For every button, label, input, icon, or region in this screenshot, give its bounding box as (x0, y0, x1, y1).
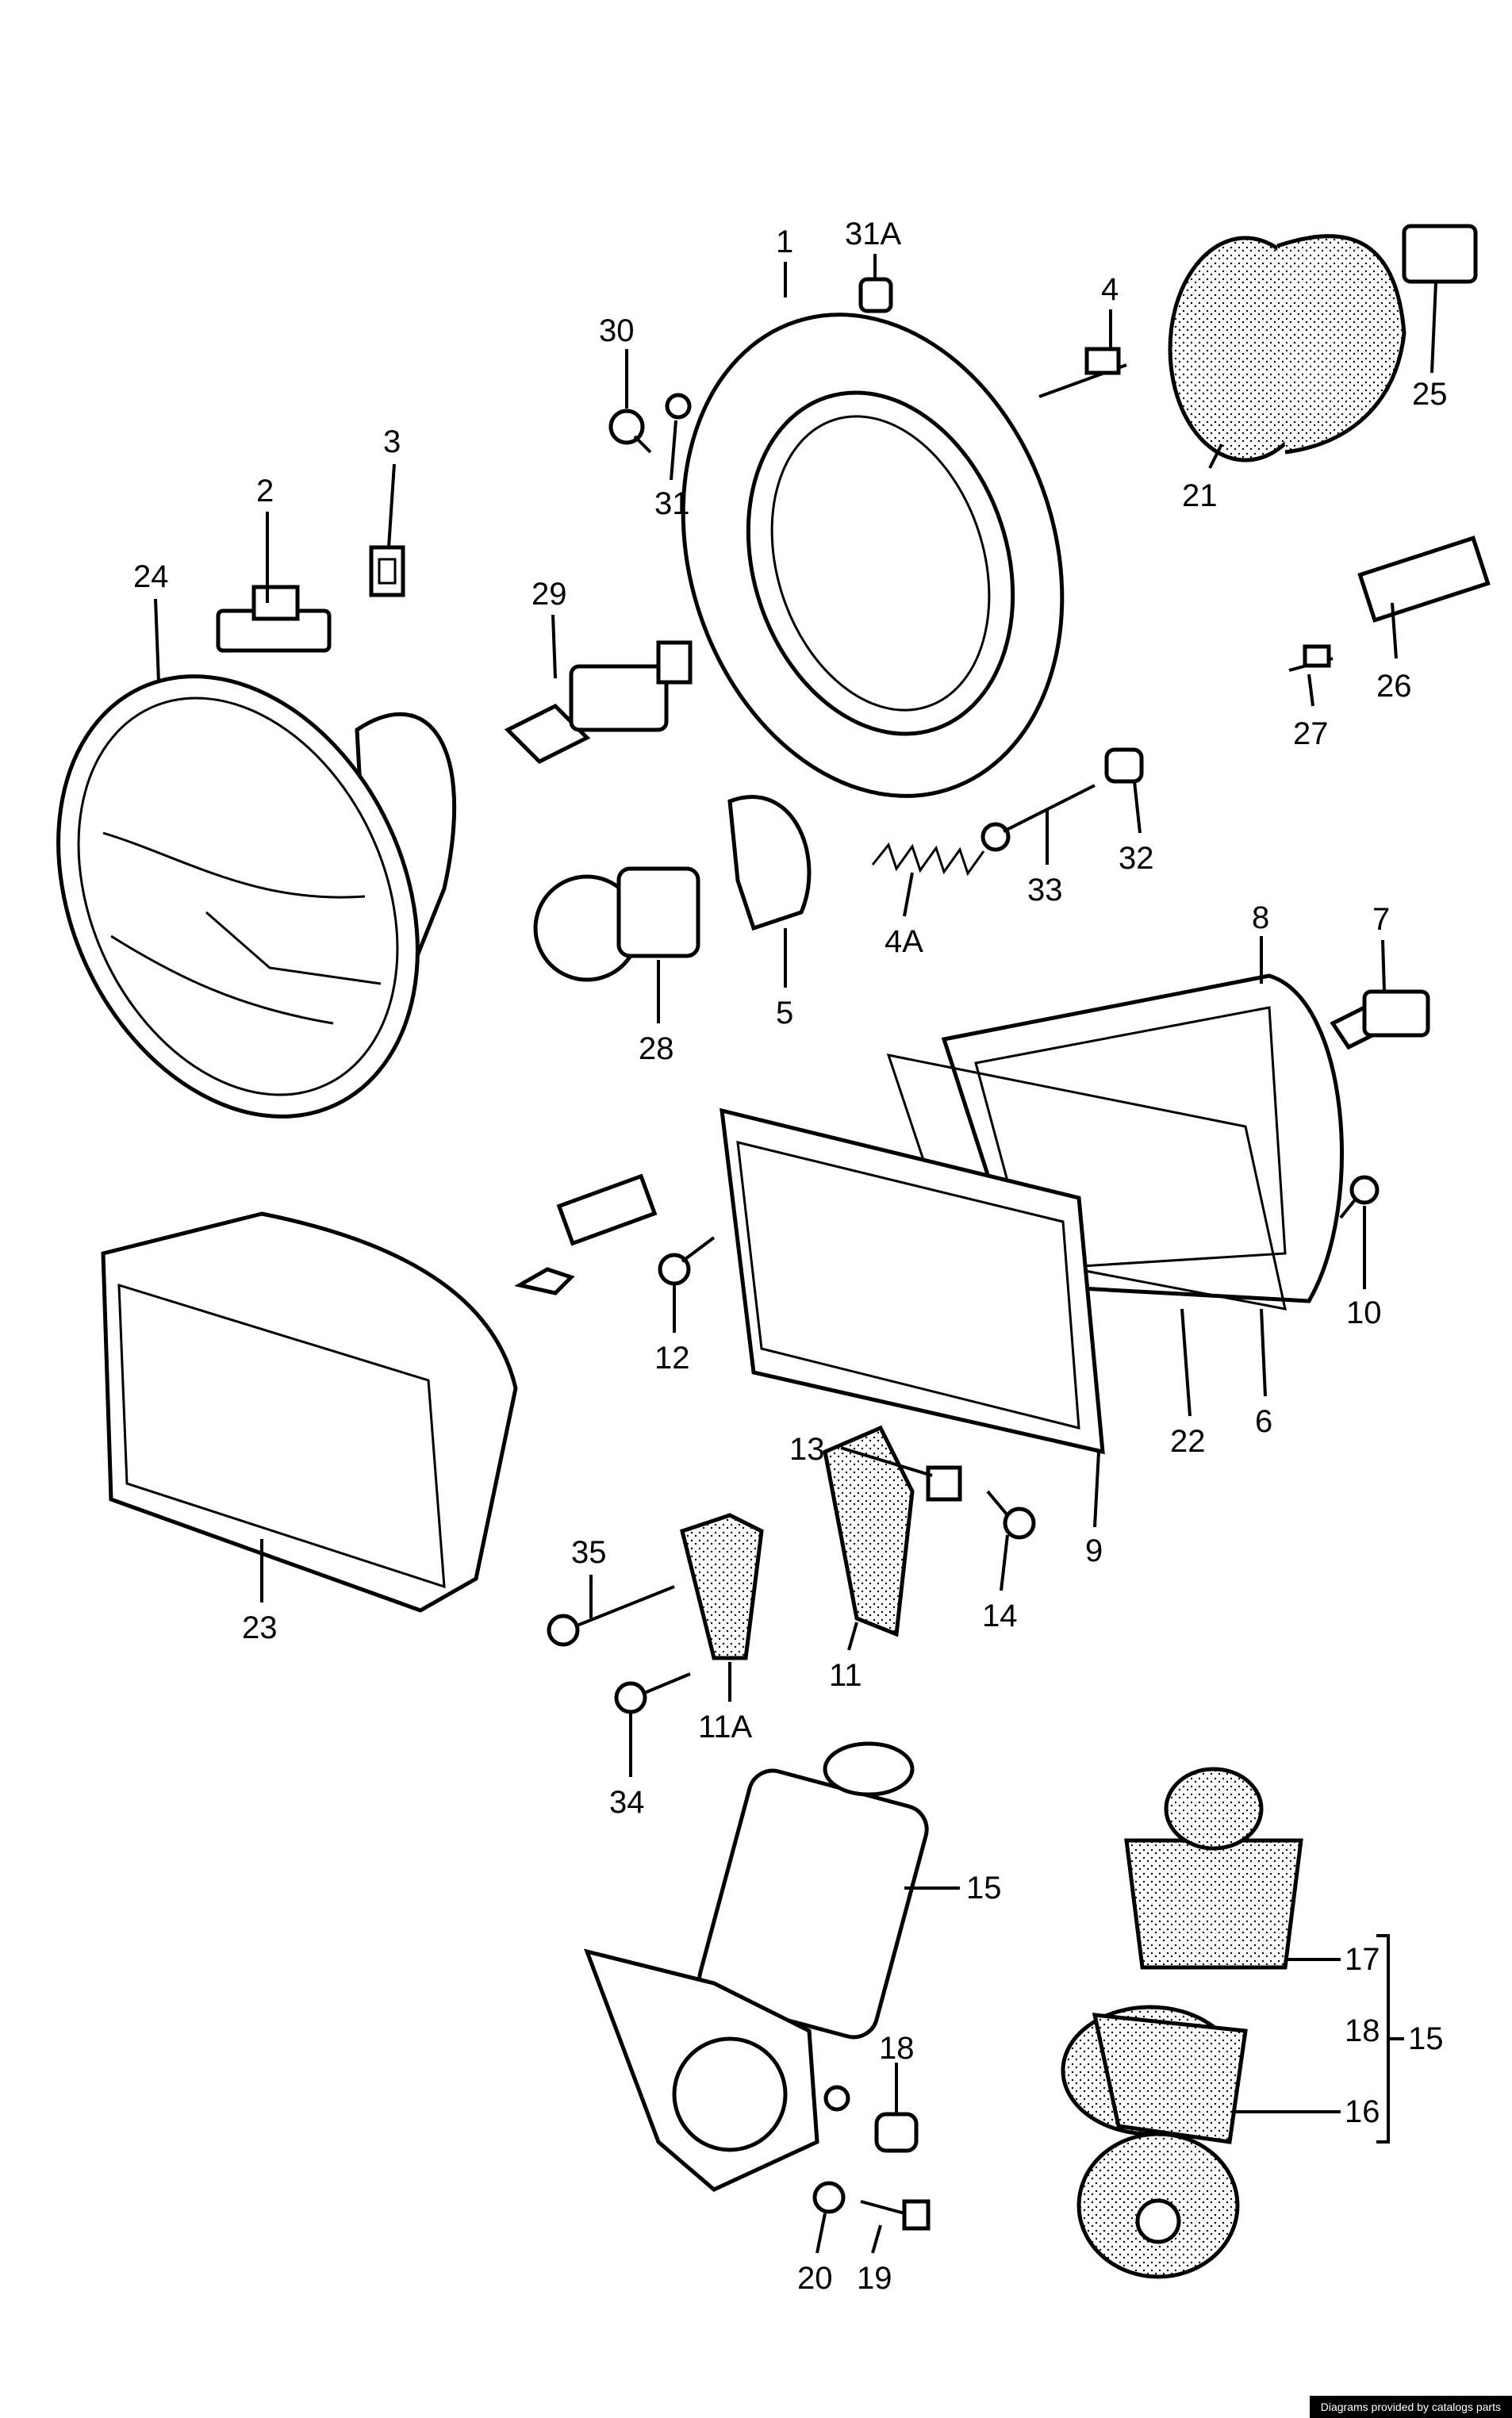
bolt-part-35 (547, 1585, 675, 1647)
label-24: 24 (133, 559, 169, 594)
label-12: 12 (654, 1341, 690, 1376)
fog-light-lens-part-9 (720, 1107, 1105, 1455)
rubber-boot-part-21 (1168, 234, 1406, 462)
label-10: 10 (1346, 1295, 1382, 1330)
callout-labels: 1 31A 30 31 3 2 24 29 4 21 25 26 27 28 5… (133, 217, 1448, 2296)
spring-part-4A (871, 842, 985, 877)
bulb-holder-part-2 (216, 585, 332, 653)
label-31: 31 (654, 486, 690, 521)
label-16: 16 (1345, 2094, 1380, 2129)
clip-part-3 (369, 545, 405, 597)
plug-part-25 (1402, 224, 1478, 284)
label-35: 35 (571, 1535, 607, 1570)
label-20: 20 (797, 2261, 833, 2296)
ball-bulb-part-28 (533, 866, 700, 982)
connector-part-26 (1357, 535, 1491, 623)
screw-part-10 (1339, 1175, 1380, 1219)
label-22: 22 (1170, 1424, 1206, 1459)
footer-credit: Diagrams provided by catalogs parts (1309, 2396, 1512, 2418)
terminal-part-27 (1288, 644, 1334, 672)
label-3: 3 (383, 424, 401, 459)
label-2: 2 (256, 474, 274, 509)
label-21: 21 (1182, 478, 1218, 513)
label-15-group: 15 (1408, 2021, 1444, 2056)
label-11A: 11A (698, 1710, 753, 1744)
label-26: 26 (1376, 669, 1412, 704)
label-25: 25 (1412, 377, 1448, 412)
bracket-part-11 (823, 1425, 915, 1637)
leader-lines (154, 254, 1437, 2254)
filter-cap-part-17 (1124, 1767, 1303, 1970)
plug-connector (556, 1173, 658, 1246)
label-29: 29 (532, 577, 567, 612)
bolt-part-19 (860, 2199, 931, 2231)
label-31A: 31A (845, 217, 901, 251)
label-4: 4 (1101, 272, 1119, 307)
label-14: 14 (982, 1599, 1018, 1633)
label-27: 27 (1293, 716, 1329, 751)
headlight-housing-part-1 (681, 313, 1065, 798)
label-28: 28 (639, 1031, 674, 1066)
nut-part-32 (1104, 747, 1144, 784)
fog-lamp-assembly-part-23 (101, 1211, 575, 1613)
nut-part-31A (858, 277, 893, 313)
round-headlight-part-24 (56, 674, 457, 1119)
screw-part-12 (658, 1236, 716, 1286)
label-9: 9 (1085, 1533, 1103, 1568)
screw-part-30 (608, 409, 652, 454)
washer-part-20 (812, 2181, 846, 2214)
clip-part-13 (926, 1465, 962, 1502)
h4-bulb-part-29 (504, 640, 693, 765)
washer-pump-part-15 (583, 1741, 929, 2192)
label-13: 13 (789, 1432, 825, 1467)
adjusting-screw-part-4 (1038, 347, 1127, 398)
label-34: 34 (609, 1785, 645, 1820)
bolt-part-34 (614, 1672, 691, 1714)
label-6: 6 (1255, 1404, 1272, 1439)
bracket-part-11A (680, 1513, 764, 1660)
label-30: 30 (599, 313, 635, 348)
label-17: 17 (1345, 1942, 1380, 1977)
retaining-spring-part-5 (727, 795, 812, 931)
label-32: 32 (1119, 841, 1154, 876)
nut-part-18 (874, 2112, 919, 2153)
label-18: 18 (879, 2031, 915, 2066)
label-23: 23 (242, 1610, 278, 1645)
label-4A: 4A (885, 924, 923, 959)
label-5: 5 (776, 996, 793, 1031)
screw-part-14 (986, 1490, 1036, 1540)
label-15: 15 (966, 1871, 1002, 1906)
label-18-group: 18 (1345, 2013, 1380, 2048)
bulb-part-7 (1330, 989, 1430, 1050)
pump-housing-part-16 (1061, 2005, 1248, 2279)
label-11: 11 (829, 1658, 862, 1693)
label-8: 8 (1252, 900, 1269, 935)
washer-part-31 (665, 393, 692, 420)
label-19: 19 (857, 2261, 892, 2296)
label-33: 33 (1027, 873, 1063, 908)
screw-part-33 (980, 784, 1096, 852)
label-7: 7 (1372, 902, 1390, 937)
label-1: 1 (776, 225, 793, 259)
